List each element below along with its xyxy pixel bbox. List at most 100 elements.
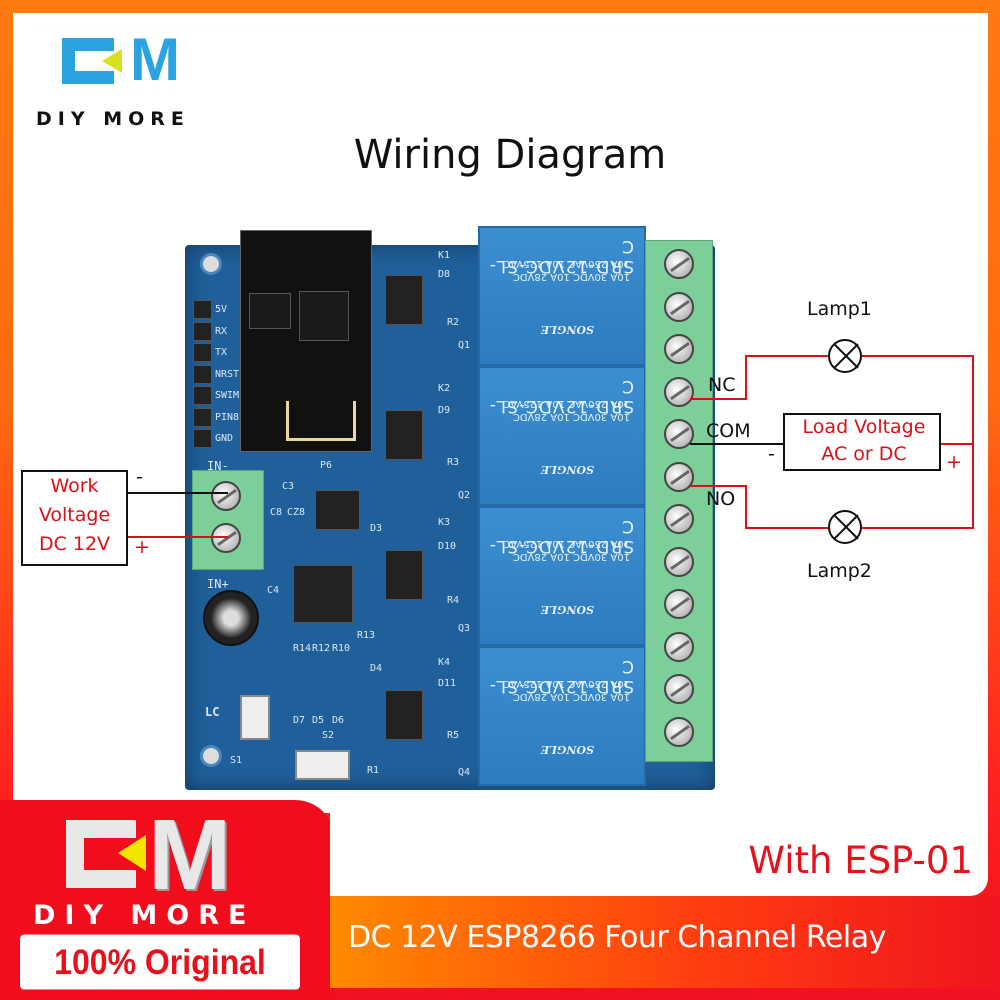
esp8266-chip — [299, 291, 349, 341]
optocoupler — [385, 690, 423, 740]
optocoupler — [385, 275, 423, 325]
silk: K2 — [438, 383, 451, 394]
relay-maker: SONGLE — [540, 463, 594, 476]
silk: R1 — [367, 765, 380, 776]
work-voltage-line3: DC 12V — [38, 533, 111, 555]
terminal-screw[interactable] — [664, 631, 694, 662]
header-pin-label: SWIM — [215, 390, 240, 401]
no-label: NO — [706, 488, 736, 510]
silk: R12 — [312, 643, 331, 654]
terminal-screw[interactable] — [664, 504, 694, 534]
relay-maker: SONGLE — [540, 743, 594, 756]
power-terminal-block — [192, 470, 264, 570]
terminal-screw[interactable] — [664, 419, 694, 449]
output-terminal-block — [645, 240, 713, 762]
silk: LC — [205, 705, 220, 719]
subtitle-strip: With ESP-01 — [330, 803, 988, 896]
silk: D7 — [293, 715, 306, 726]
relay-rating-ac: 10A 250VAC 10A 125VAC — [503, 538, 630, 549]
terminal-screw[interactable] — [664, 291, 694, 322]
silk: D11 — [438, 678, 457, 689]
silk: D3 — [370, 523, 383, 534]
button-s1[interactable] — [240, 695, 270, 740]
relay-rating-dc: 10A 30VDC 10A 28VDC — [512, 691, 630, 702]
silk: R4 — [447, 595, 460, 606]
mount-hole — [200, 253, 222, 275]
header-pin-label: 5V — [215, 304, 228, 315]
header-pin — [193, 300, 212, 319]
load-voltage-line2: AC or DC — [821, 443, 907, 465]
terminal-screw[interactable] — [664, 376, 694, 407]
capacitor — [203, 590, 259, 646]
jumper-header — [315, 490, 360, 530]
original-badge: 100% Original — [20, 934, 300, 990]
silk: Q1 — [458, 340, 471, 351]
load-voltage-box: Load Voltage AC or DC — [783, 413, 941, 471]
relay-rating-dc: 10A 30VDC 10A 28VDC — [512, 551, 630, 562]
silk: IN- — [207, 459, 229, 473]
silk: K1 — [438, 250, 451, 261]
esp-01-module — [240, 230, 372, 452]
lamp2-label: Lamp2 — [807, 560, 872, 582]
relay-rating-ac: 10A 250VAC 10A 125VAC — [503, 398, 630, 409]
terminal-screw[interactable] — [664, 546, 694, 577]
load-plus: + — [946, 451, 962, 473]
load-minus: - — [768, 443, 775, 465]
header-pin-label: NRST — [215, 368, 240, 380]
subtitle: With ESP-01 — [748, 839, 973, 882]
work-voltage-line2: Voltage — [38, 504, 111, 526]
terminal-screw[interactable] — [211, 481, 241, 511]
header-pin — [193, 407, 212, 427]
load-voltage-line1: Load Voltage — [802, 416, 926, 438]
relay-model: SRD-12VDC-SL-C — [488, 376, 634, 416]
page-title: Wiring Diagram — [353, 132, 667, 178]
driver-ic — [293, 565, 353, 623]
relay-model: SRD-12VDC-SL-C — [488, 236, 634, 276]
silk: S1 — [230, 755, 243, 766]
terminal-screw[interactable] — [664, 589, 694, 619]
relay-rating-dc: 10A 30VDC 10A 28VDC — [512, 411, 630, 422]
silk: Q2 — [458, 490, 471, 501]
relay-rating-ac: 10A 250VAC 10A 125VAC — [503, 678, 630, 689]
terminal-screw[interactable] — [664, 716, 694, 747]
silk: K3 — [438, 517, 451, 528]
silk: Q4 — [458, 767, 471, 778]
silk: CZ8 — [287, 507, 306, 518]
relay-rating-ac: 10A 250VAC 10A 125VAC — [503, 258, 630, 269]
brand-logo-large: M — [60, 799, 280, 911]
silk: R3 — [447, 457, 460, 468]
header-pin — [193, 429, 212, 448]
terminal-screw[interactable] — [664, 461, 694, 492]
terminal-screw[interactable] — [664, 249, 694, 279]
logo-triangle-icon — [102, 49, 122, 73]
header-pin-label: TX — [215, 347, 228, 358]
brand-name-large: DIY MORE — [33, 900, 256, 931]
terminal-screw[interactable] — [664, 334, 694, 364]
header-pin — [193, 364, 212, 384]
terminal-screw[interactable] — [664, 674, 694, 704]
silk: IN+ — [207, 577, 229, 591]
work-plus: + — [134, 536, 150, 558]
relay-model: SRD-12VDC-SL-C — [488, 656, 634, 696]
terminal-screw[interactable] — [211, 523, 241, 553]
nc-label: NC — [708, 374, 736, 396]
silk: R2 — [447, 317, 460, 328]
work-voltage-line1: Work — [50, 475, 99, 497]
silk: R10 — [332, 643, 351, 654]
silk: D5 — [312, 715, 325, 726]
lamp1-label: Lamp1 — [807, 298, 872, 320]
work-voltage-box: Work Voltage DC 12V — [21, 470, 128, 566]
header-pin — [193, 321, 212, 341]
product-title: DC 12V ESP8266 Four Channel Relay — [348, 920, 886, 955]
button-s2[interactable] — [295, 750, 350, 780]
header-pin-label: PIN8 — [215, 411, 240, 423]
silk: C8 — [270, 507, 283, 518]
antenna-trace — [286, 401, 356, 441]
silk: D10 — [438, 541, 457, 552]
mount-hole — [200, 745, 222, 767]
lamp1-icon — [828, 339, 862, 373]
